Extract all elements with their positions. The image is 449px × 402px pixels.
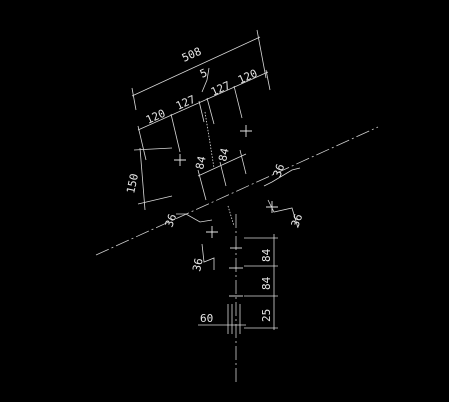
dim-150-left: 150	[124, 147, 173, 211]
dim-508-label: 508	[180, 45, 203, 65]
dim-60-label: 60	[200, 312, 213, 325]
dim-150-label: 150	[124, 172, 141, 194]
dim-vertical-chain: 84 84 25	[244, 234, 278, 330]
dim-vert-84-a-label: 84	[260, 248, 273, 262]
dim-5-label: 5	[198, 66, 209, 81]
bolt-symbol	[266, 201, 278, 213]
bolt-symbol	[240, 125, 252, 137]
dim-127-left-label: 127	[174, 93, 197, 113]
weld-seam-upper	[204, 111, 215, 169]
dim-84-a-label: 84	[193, 155, 209, 171]
weld-callout-right-upper: 36	[263, 162, 301, 187]
weld-36-right-low-label: 36	[289, 212, 306, 229]
dim-vert-84-b-label: 84	[260, 276, 273, 290]
dim-pitch-84-84: 84 84	[193, 147, 247, 201]
dim-120-right-label: 120	[236, 67, 259, 87]
weld-36-left-label: 36	[163, 212, 180, 229]
weld-callout-left: 36	[163, 212, 213, 229]
dim-vert-25-label: 25	[260, 309, 273, 322]
weld-callout-right-lower: 36	[267, 199, 306, 229]
weld-callout-left-low: 36	[190, 243, 215, 273]
inclined-center-line	[95, 126, 379, 256]
dim-plate-60: 60	[198, 304, 246, 334]
dim-segment-row: 120 127 5 127 120	[137, 66, 271, 161]
dim-120-left-label: 120	[144, 107, 167, 127]
dim-84-b-label: 84	[216, 147, 232, 163]
bolt-symbol	[174, 154, 186, 166]
weld-seam-lower	[227, 205, 235, 227]
bolt-group	[174, 125, 278, 297]
bolt-symbol	[206, 226, 218, 238]
weld-36-left-low-label: 36	[190, 257, 205, 273]
weld-36-right-label: 36	[271, 162, 288, 179]
dim-127-right-label: 127	[209, 79, 232, 99]
